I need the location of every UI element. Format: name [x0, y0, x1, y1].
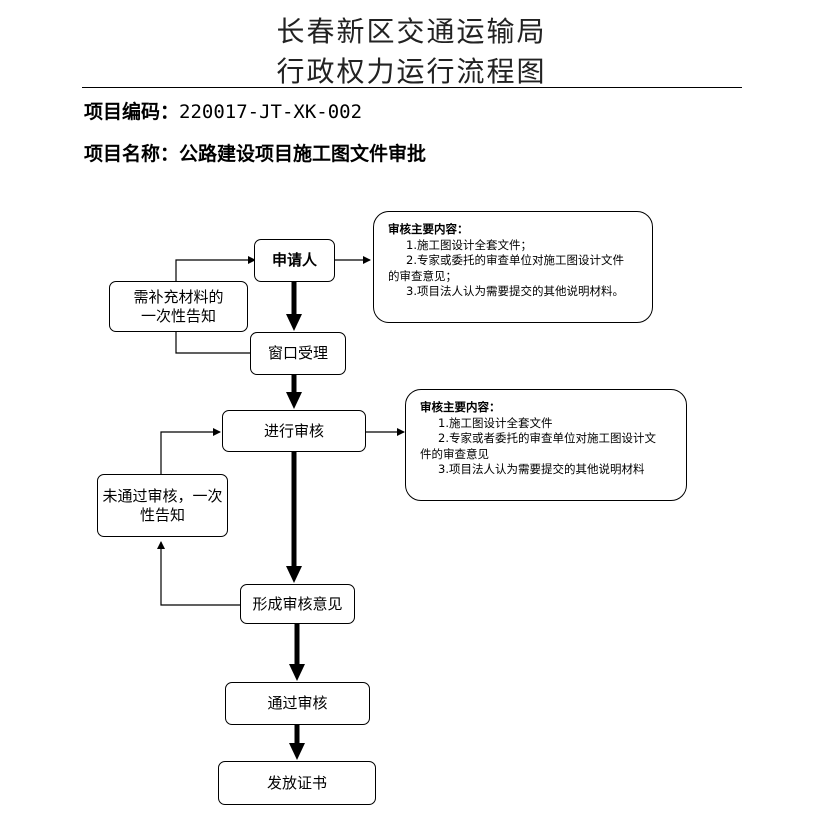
project-name-value: 公路建设项目施工图文件审批: [179, 143, 427, 165]
main-flow-arrows: [286, 282, 305, 760]
node-issue-certificate: 发放证书: [218, 761, 376, 805]
note2-title: 审核主要内容：: [420, 400, 501, 414]
project-code-value: 220017-JT-XK-002: [179, 101, 363, 123]
node-opinion: 形成审核意见: [240, 584, 355, 624]
node-reject-line-1: 未通过审核，一次: [102, 486, 223, 505]
project-code: 项目编码：220017-JT-XK-002: [84, 97, 362, 124]
node-pass-label: 通过审核: [267, 694, 328, 712]
project-name: 项目名称：公路建设项目施工图文件审批: [84, 139, 426, 166]
title-divider: [82, 87, 742, 88]
node-issue-certificate-label: 发放证书: [266, 773, 327, 792]
note2-item-2b: 件的审查意见: [420, 446, 489, 461]
note-review-content-1: 审核主要内容： 1.施工图设计全套文件； 2.专家或委托的审查单位对施工图设计文…: [373, 211, 653, 323]
page-title-line-1: 长春新区交通运输局: [276, 15, 547, 48]
arrow-reject-to-review: [160, 428, 221, 474]
note1-item-2a: 2.专家或委托的审查单位对施工图设计文件: [406, 253, 624, 267]
note2-item-1: 1.施工图设计全套文件: [438, 415, 553, 430]
node-supplement-notice: 需补充材料的 一次性告知: [109, 281, 248, 332]
node-window-accept: 窗口受理: [250, 332, 346, 375]
project-code-label: 项目编码：: [84, 101, 180, 123]
note2-item-2a: 2.专家或者委托的审查单位对施工图设计文: [438, 431, 656, 445]
note1-title: 审核主要内容：: [388, 222, 469, 236]
node-applicant-label: 申请人: [271, 251, 317, 269]
node-review: 进行审核: [222, 410, 366, 452]
node-opinion-label: 形成审核意见: [252, 594, 343, 613]
note2-item-3: 3.项目法人认为需要提交的其他说明材料: [438, 462, 645, 476]
node-supplement-line-2: 一次性告知: [140, 306, 216, 325]
node-pass: 通过审核: [225, 682, 370, 725]
node-applicant: 申请人: [254, 239, 335, 282]
project-name-label: 项目名称：: [84, 143, 180, 165]
arrow-opinion-to-reject: [157, 541, 240, 606]
page-title-line-2: 行政权力运行流程图: [276, 55, 547, 88]
note1-item-3: 3.项目法人认为需要提交的其他说明材料。: [406, 284, 624, 298]
node-reject-line-2: 性告知: [139, 505, 185, 524]
note-review-content-2: 审核主要内容： 1.施工图设计全套文件 2.专家或者委托的审查单位对施工图设计文…: [405, 389, 687, 501]
node-window-accept-label: 窗口受理: [267, 344, 328, 362]
note1-item-2b: 的审查意见；: [388, 268, 457, 283]
node-supplement-line-1: 需补充材料的: [133, 287, 224, 306]
note1-item-1: 1.施工图设计全套文件；: [406, 237, 532, 252]
node-review-label: 进行审核: [263, 421, 324, 440]
node-reject-notice: 未通过审核，一次 性告知: [97, 474, 228, 537]
